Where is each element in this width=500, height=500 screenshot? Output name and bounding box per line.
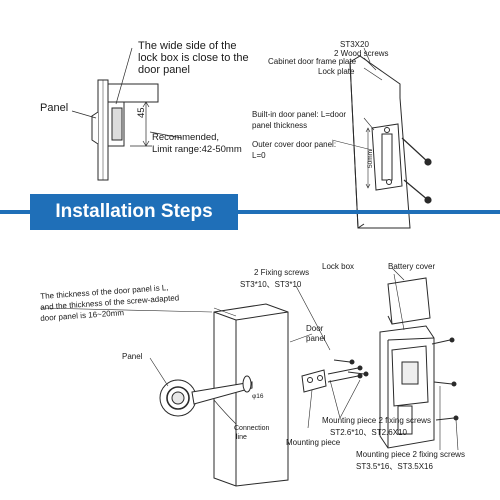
mp-screws-small-spec: ST2.6*10、ST2.6X10 <box>330 428 407 437</box>
door-panel-label-line1: Door <box>306 324 324 333</box>
built-in-panel-line2: panel thickness <box>252 121 308 130</box>
lock-box-side-view <box>107 83 159 147</box>
panel-leader-top <box>71 110 97 119</box>
panel-knob <box>159 379 197 417</box>
dimension-45: 45 <box>136 107 147 118</box>
bottom-panel-label: Panel <box>122 352 143 361</box>
connection-line-label-2: line <box>236 434 247 441</box>
recommended-leader <box>149 131 183 139</box>
banner-stripe <box>0 210 500 214</box>
wood-screw-upper <box>401 137 432 166</box>
lock-box-screws <box>431 337 459 421</box>
connection-line-leader <box>213 399 237 425</box>
lock-plate-label: Lock plate <box>318 67 355 76</box>
panel-label: Panel <box>40 102 69 114</box>
wide-side-note-line2: lock box is close to the <box>138 52 249 64</box>
mp-screws-large-title: Mounting piece 2 fixing screws <box>356 450 465 459</box>
built-in-panel-line1: Built-in door panel: L=door <box>252 110 347 119</box>
wood-screw-lower <box>403 179 432 204</box>
panel-bump <box>91 111 99 145</box>
thickness-dimension <box>39 307 237 317</box>
installation-steps-banner: Installation Steps <box>0 194 500 230</box>
phi-16-label: φ16 <box>252 393 264 400</box>
mp-screws-small-title: Mounting piece 2 fixing screws <box>322 416 431 425</box>
wood-screws-label: 2 Wood screws <box>334 49 389 58</box>
plate-dimension-marker <box>365 127 371 189</box>
wide-side-leader <box>115 47 133 105</box>
banner-title: Installation Steps <box>30 194 238 230</box>
lock-plate <box>371 123 403 191</box>
frame-plate-label: Cabinet door frame plate <box>268 57 357 66</box>
recommended-label: Recommended, <box>152 132 220 143</box>
limit-range-label: Limit range:42-50mm <box>152 144 242 155</box>
outer-cover-line1: Outer cover door panel: <box>252 140 337 149</box>
mp-screws-small <box>327 365 363 383</box>
lock-box-label: Lock box <box>322 262 355 271</box>
battery-cover-label: Battery cover <box>388 262 436 271</box>
mounting-piece-label: Mounting piece <box>286 438 341 447</box>
door-panel-label-line2: panel <box>306 334 326 343</box>
fixing-screws-spec: ST3*10、ST3*10 <box>240 280 302 289</box>
fixing-screws-title: 2 Fixing screws <box>254 268 310 277</box>
connection-rod <box>191 375 253 405</box>
plate-dimension-label: 50mm <box>367 149 374 168</box>
connection-line-label-1: Connection <box>234 425 270 432</box>
screw-spec-label: ST3X20 <box>340 40 369 49</box>
lock-box-drawing <box>379 325 435 449</box>
battery-cover-drawing <box>387 277 431 325</box>
door-panel <box>213 303 289 487</box>
panel-side-view <box>97 79 109 181</box>
mp-screws-large-spec: ST3.5*16、ST3.5X16 <box>356 462 433 471</box>
outer-cover-line2: L=0 <box>252 151 266 160</box>
dimension-45-marker <box>130 101 152 147</box>
fixing-screws <box>333 359 369 377</box>
wide-side-note-line1: The wide side of the <box>138 40 237 52</box>
wide-side-note-line3: door panel <box>138 64 190 76</box>
mounting-piece <box>301 369 327 393</box>
